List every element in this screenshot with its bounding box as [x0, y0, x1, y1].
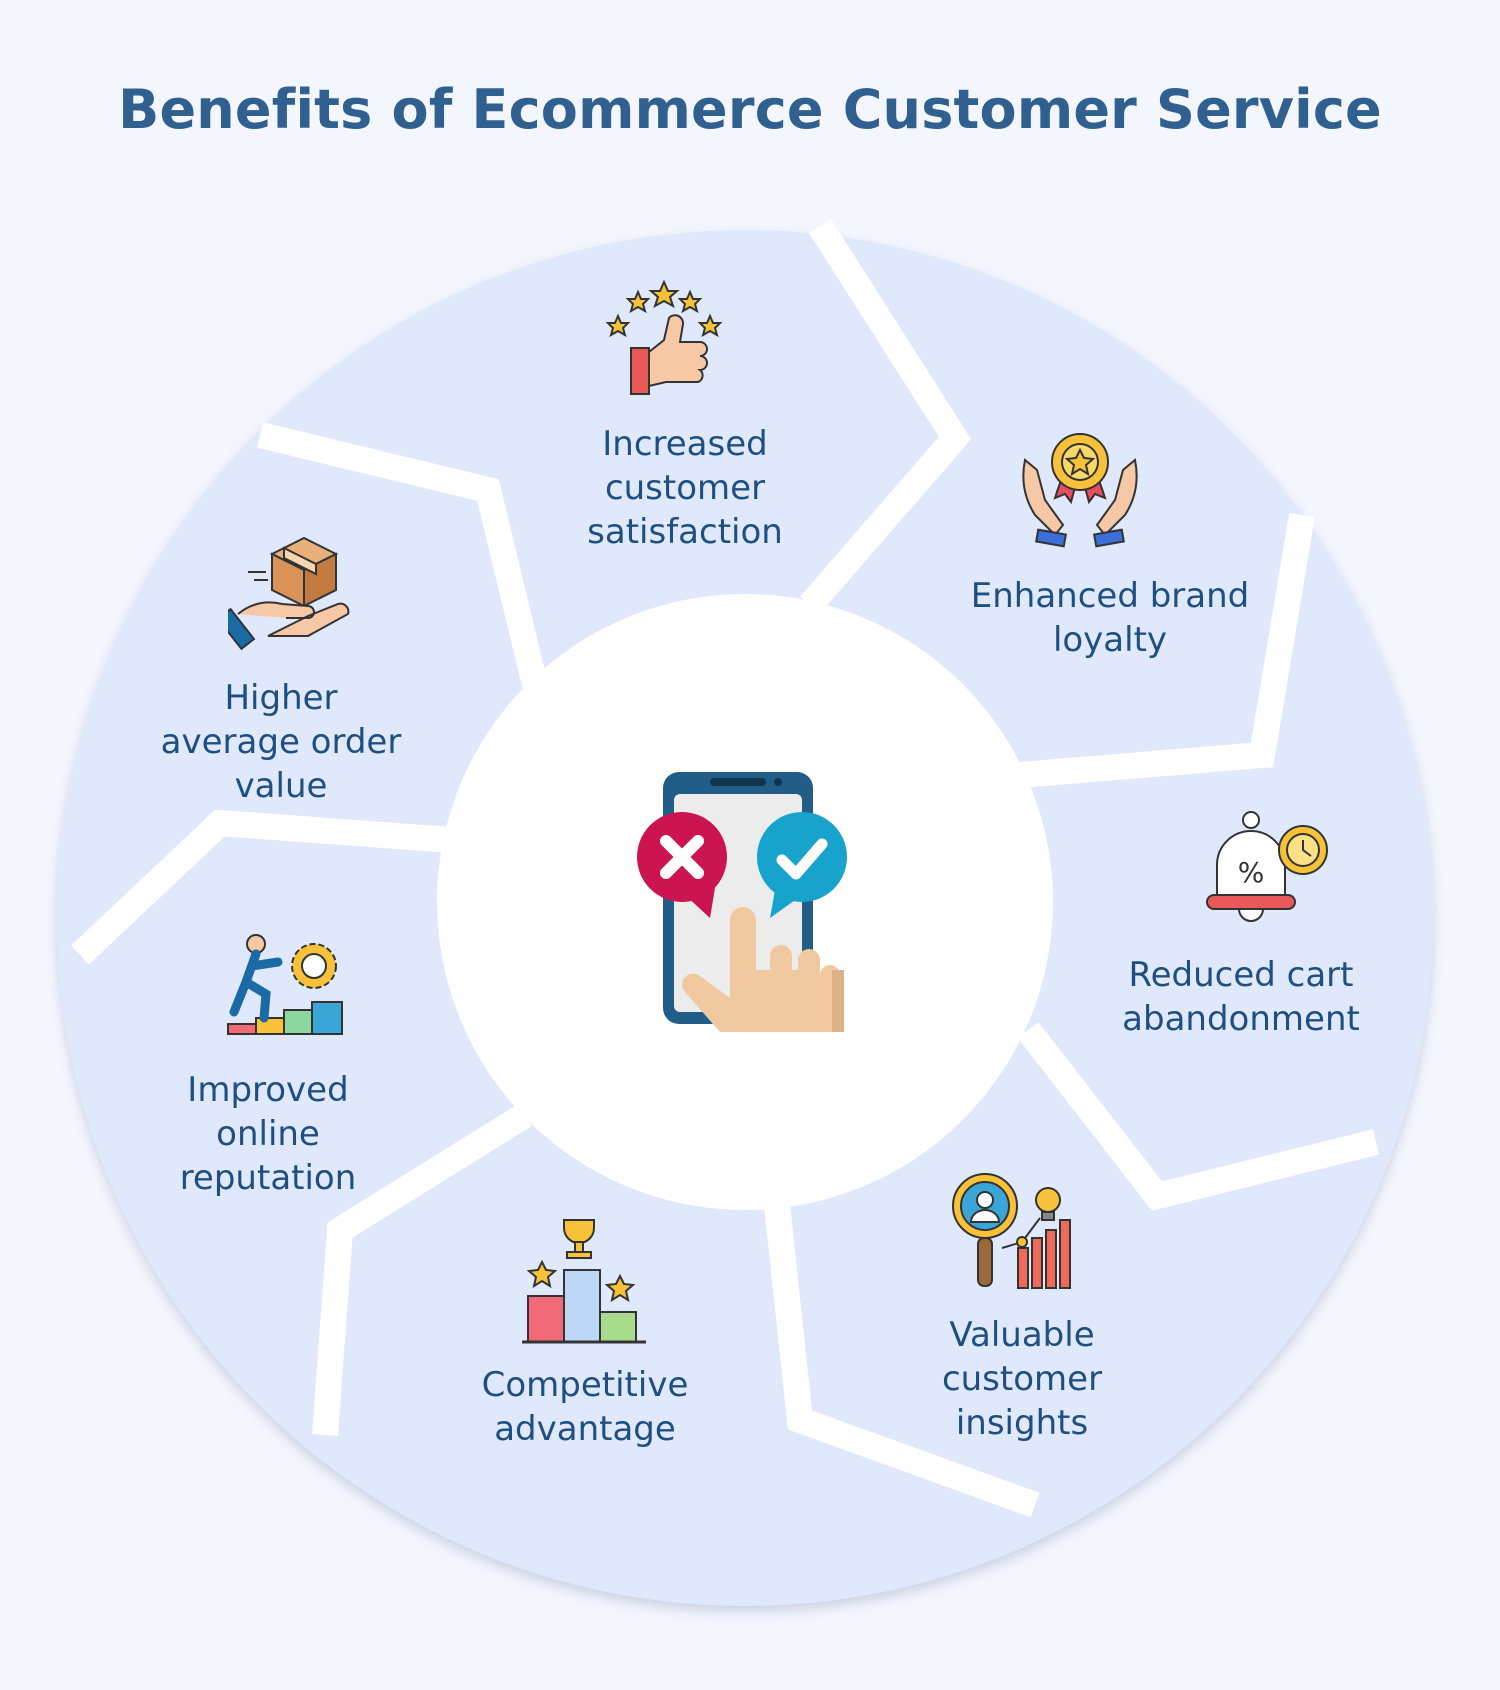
climbing-steps-gear-icon: [227, 934, 343, 1035]
wheel-dividers: [71, 219, 1380, 1518]
benefit-valuable-customer-insights: Valuable customer insights: [862, 1313, 1182, 1445]
benefit-label-line: loyalty: [1052, 620, 1168, 660]
svg-text:%: %: [1238, 856, 1265, 889]
benefit-label-line: value: [234, 766, 328, 806]
benefit-label-line: online: [216, 1114, 320, 1154]
benefit-label-line: reputation: [179, 1158, 357, 1198]
divider-5: [312, 1103, 532, 1436]
podium-trophy-icon: [522, 1219, 646, 1344]
benefit-label-line: Competitive: [481, 1365, 689, 1405]
divider-4: [764, 1203, 1040, 1518]
benefit-label-line: Higher: [224, 678, 338, 718]
divider-7: [256, 422, 548, 689]
divider-6: [71, 809, 451, 965]
benefit-label-line: Improved: [187, 1070, 349, 1110]
benefit-label-line: average order: [160, 722, 402, 762]
analytics-magnifier-icon: [952, 1173, 1071, 1289]
phone-reject-accept-icon: [637, 772, 847, 1032]
benefit-label-line: Reduced cart: [1128, 955, 1354, 995]
benefit-label-line: customer: [604, 468, 766, 508]
thumbs-up-stars-icon: [605, 280, 723, 395]
divider-3: [1017, 1022, 1380, 1211]
benefit-label-line: customer: [941, 1359, 1103, 1399]
hands-award-icon: [1022, 433, 1138, 548]
benefit-competitive-advantage: Competitive advantage: [425, 1363, 745, 1451]
benefit-increased-customer-satisfaction: Increased customer satisfaction: [525, 422, 845, 554]
benefit-enhanced-brand-loyalty: Enhanced brand loyalty: [940, 574, 1280, 662]
hand-package-icon: [228, 536, 350, 651]
benefit-label-line: satisfaction: [587, 512, 783, 552]
benefit-label-line: advantage: [494, 1409, 676, 1449]
divider-1: [800, 219, 972, 614]
benefit-label-line: Increased: [602, 424, 768, 464]
benefit-reduced-cart-abandonment: Reduced cart abandonment: [1081, 953, 1401, 1041]
benefit-label-line: Valuable: [949, 1315, 1095, 1355]
benefit-label-line: Enhanced brand: [970, 576, 1250, 616]
benefit-improved-online-reputation: Improved online reputation: [108, 1068, 428, 1200]
discount-bell-icon: %: [1206, 811, 1328, 922]
benefit-higher-average-order-value: Higher average order value: [121, 676, 441, 808]
benefit-label-line: insights: [955, 1403, 1089, 1443]
benefit-label-line: abandonment: [1122, 999, 1360, 1039]
page-title: Benefits of Ecommerce Customer Service: [118, 78, 1382, 141]
divider-2: [1018, 512, 1315, 788]
